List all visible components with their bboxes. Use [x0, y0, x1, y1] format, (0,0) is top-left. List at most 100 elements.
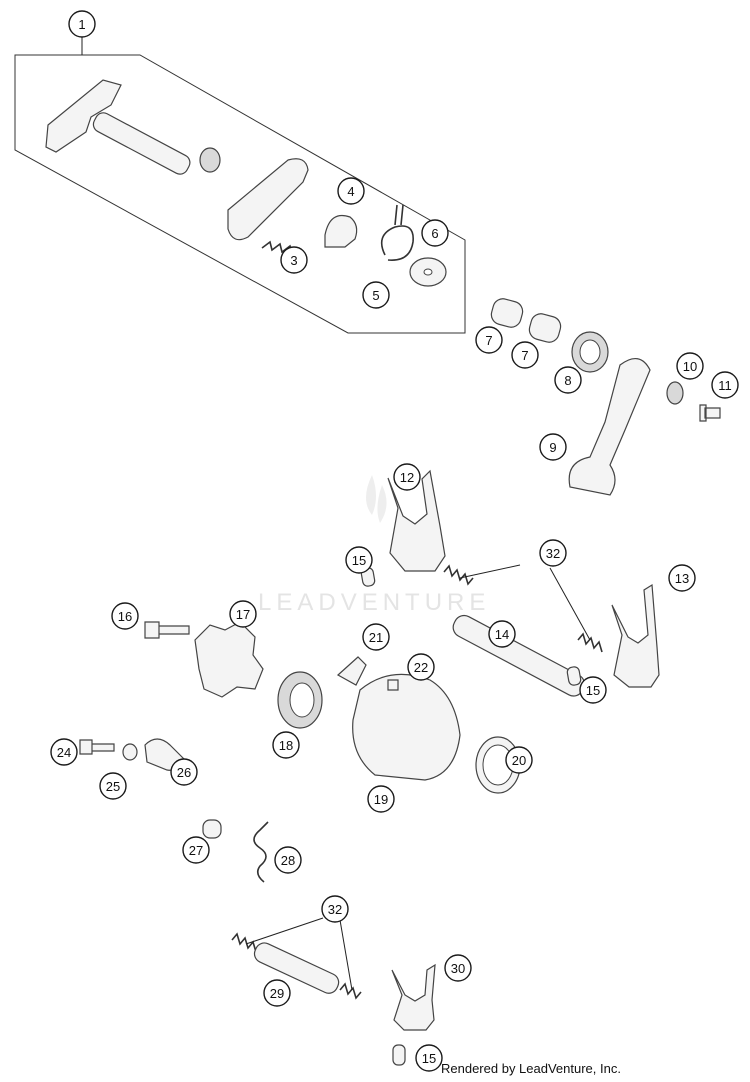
- svg-text:15: 15: [422, 1051, 436, 1066]
- part-7-bushing-a: [490, 298, 524, 328]
- svg-text:LEADVENTURE: LEADVENTURE: [258, 589, 490, 616]
- callout-1: 1: [68, 10, 96, 38]
- svg-text:9: 9: [549, 440, 556, 455]
- part-32-spring-c: [231, 932, 257, 953]
- callout-11: 11: [711, 371, 739, 399]
- callout-7a: 7: [475, 326, 503, 354]
- svg-text:6: 6: [431, 226, 438, 241]
- callout-32b: 32: [321, 895, 349, 923]
- svg-text:17: 17: [236, 607, 250, 622]
- part-32-spring-b: [577, 632, 603, 653]
- svg-text:13: 13: [675, 571, 689, 586]
- callout-20: 20: [505, 746, 533, 774]
- svg-text:4: 4: [347, 184, 354, 199]
- callout-16: 16: [111, 602, 139, 630]
- part-32-spring-a: [443, 564, 474, 586]
- callout-27: 27: [182, 836, 210, 864]
- part-6-washer: [409, 257, 447, 287]
- svg-text:18: 18: [279, 738, 293, 753]
- callout-8: 8: [554, 366, 582, 394]
- render-credit: Rendered by LeadVenture, Inc.: [441, 1061, 621, 1076]
- part-13-shift-fork: [611, 583, 660, 688]
- callout-3: 3: [280, 246, 308, 274]
- leader-lines: [245, 564, 591, 991]
- part-27-roller: [202, 819, 222, 839]
- callout-15a: 15: [345, 546, 373, 574]
- svg-text:12: 12: [400, 470, 414, 485]
- part-8-seal: [571, 331, 609, 373]
- callout-28: 28: [274, 846, 302, 874]
- callout-14: 14: [488, 620, 516, 648]
- part-21-locking-plate: [336, 656, 367, 686]
- svg-text:32: 32: [328, 902, 342, 917]
- svg-text:15: 15: [586, 683, 600, 698]
- callout-25: 25: [99, 772, 127, 800]
- part-30-shift-fork: [391, 963, 436, 1031]
- part-25-washer: [122, 743, 138, 761]
- svg-text:16: 16: [118, 609, 132, 624]
- callout-15c: 15: [415, 1044, 443, 1072]
- svg-text:29: 29: [270, 986, 284, 1001]
- svg-text:20: 20: [512, 753, 526, 768]
- part-32-spring-d: [339, 982, 362, 1000]
- part-12-shift-fork: [387, 469, 446, 572]
- svg-text:10: 10: [683, 359, 697, 374]
- callout-6: 6: [421, 219, 449, 247]
- part-22-screw: [387, 679, 399, 691]
- callout-7b: 7: [511, 341, 539, 369]
- svg-text:22: 22: [414, 660, 428, 675]
- svg-text:24: 24: [57, 745, 71, 760]
- svg-text:14: 14: [495, 627, 509, 642]
- svg-text:32: 32: [546, 546, 560, 561]
- callout-32a: 32: [539, 539, 567, 567]
- svg-text:26: 26: [177, 765, 191, 780]
- callout-24: 24: [50, 738, 78, 766]
- part-29-shift-rail: [253, 942, 340, 994]
- callout-30: 30: [444, 954, 472, 982]
- callout-18: 18: [272, 731, 300, 759]
- callout-26: 26: [170, 758, 198, 786]
- callout-4: 4: [337, 177, 365, 205]
- part-16-bolt: [144, 621, 190, 639]
- svg-text:3: 3: [290, 253, 297, 268]
- svg-text:8: 8: [564, 373, 571, 388]
- part-shift-plate: [227, 158, 309, 241]
- svg-text:30: 30: [451, 961, 465, 976]
- part-19-shift-drum: [352, 673, 461, 781]
- part-17-shift-drum-locator: [194, 621, 264, 698]
- part-24-bolt: [79, 739, 115, 755]
- svg-text:21: 21: [369, 630, 383, 645]
- callout-5: 5: [362, 281, 390, 309]
- part-5-spring-clip: [380, 204, 414, 261]
- part-shift-shaft: [45, 79, 221, 175]
- assembly-1-outline: [14, 54, 466, 334]
- part-14-shift-rail: [452, 614, 586, 697]
- callout-21: 21: [362, 623, 390, 651]
- callout-15b: 15: [579, 676, 607, 704]
- callout-9: 9: [539, 433, 567, 461]
- part-15-pin-c: [392, 1044, 406, 1066]
- part-9-shift-lever: [568, 358, 651, 496]
- callout-22: 22: [407, 653, 435, 681]
- svg-text:5: 5: [372, 288, 379, 303]
- callout-10: 10: [676, 352, 704, 380]
- svg-text:19: 19: [374, 792, 388, 807]
- svg-text:25: 25: [106, 779, 120, 794]
- part-10-washer: [666, 381, 684, 405]
- watermark: LEADVENTURE: [258, 475, 490, 616]
- part-15-pin-b: [566, 666, 582, 686]
- svg-text:27: 27: [189, 843, 203, 858]
- callout-29: 29: [263, 979, 291, 1007]
- callout-12: 12: [393, 463, 421, 491]
- svg-text:7: 7: [521, 348, 528, 363]
- part-18-bearing: [277, 671, 323, 729]
- part-28-spring: [253, 821, 269, 883]
- svg-text:1: 1: [78, 17, 85, 32]
- part-7-bushing-b: [528, 313, 562, 343]
- svg-text:15: 15: [352, 553, 366, 568]
- part-11-bolt: [699, 404, 721, 422]
- svg-text:28: 28: [281, 853, 295, 868]
- callout-19: 19: [367, 785, 395, 813]
- svg-text:11: 11: [718, 378, 732, 393]
